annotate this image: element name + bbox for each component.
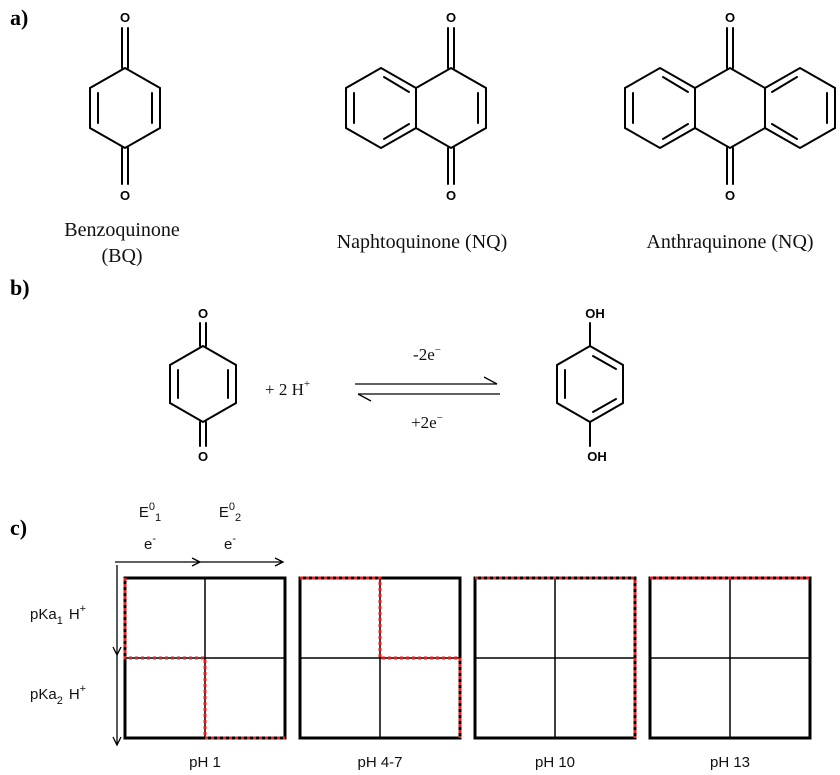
protons-label: + 2 H+ [265, 378, 310, 399]
equilibrium-arrows [355, 376, 500, 402]
oxygen-atom: O [725, 10, 735, 25]
e0-2-label: E02 [219, 501, 241, 524]
square-scheme: pH 4-7 [298, 576, 462, 771]
ph-label: pH 13 [710, 754, 750, 771]
hydroxyl-group: OH [585, 306, 605, 321]
e0-1-label: E01 [139, 501, 161, 524]
oxidation-label: -2e− [413, 344, 441, 364]
electron-label: e- [144, 533, 156, 553]
ph-label: pH 1 [189, 754, 221, 771]
reduction-label: +2e− [411, 412, 443, 432]
ph-label: pH 4-7 [357, 754, 402, 771]
electron-arrows [115, 557, 285, 567]
benzoquinone-structure: O O [89, 10, 161, 203]
square-scheme: pH 10 [473, 576, 637, 771]
oxygen-atom: O [446, 10, 456, 25]
reaction-pathway [300, 576, 462, 738]
panel-label-a: a) [10, 5, 28, 30]
product-hydroquinone: OH OH [556, 306, 624, 464]
square-scheme: pH 13 [648, 576, 812, 771]
square-schemes: pH 1 pH 4-7 pH 10 pH 13 [123, 576, 812, 771]
panel-label-c: c) [10, 515, 27, 540]
hydroxyl-group: OH [587, 449, 607, 464]
ph-label: pH 10 [535, 754, 575, 771]
anthraquinone-structure: O O [624, 10, 836, 203]
reaction-pathway [475, 576, 637, 738]
benzoquinone-name: Benzoquinone [64, 219, 180, 241]
oxygen-atom: O [198, 449, 208, 464]
electron-label: e- [224, 533, 236, 553]
reaction-pathway [123, 578, 285, 740]
oxygen-atom: O [446, 188, 456, 203]
oxygen-atom: O [120, 10, 130, 25]
reactant-benzoquinone: O O [169, 306, 237, 464]
anthraquinone-name: Anthraquinone (NQ) [646, 231, 813, 253]
panel-label-b: b) [10, 275, 30, 300]
square-scheme: pH 1 [123, 576, 287, 771]
naphthoquinone-name: Naphtoquinone (NQ) [337, 231, 508, 253]
proton-arrows [112, 565, 122, 747]
oxygen-atom: O [120, 188, 130, 203]
oxygen-atom: O [198, 306, 208, 321]
benzoquinone-abbrev: (BQ) [101, 245, 142, 267]
naphthoquinone-structure: O O [345, 10, 487, 203]
oxygen-atom: O [725, 188, 735, 203]
